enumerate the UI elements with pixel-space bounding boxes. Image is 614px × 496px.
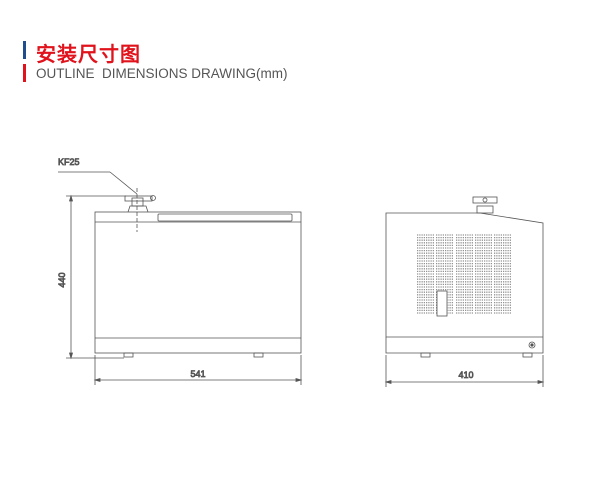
- front-view: KF25 440 541: [57, 157, 303, 385]
- header-accent-blue: [23, 41, 26, 59]
- depth-dimension-label: 410: [458, 370, 473, 380]
- page-subtitle: OUTLINE DIMENSIONS DRAWING(mm): [36, 66, 288, 81]
- foot: [522, 352, 533, 358]
- page-title: 安装尺寸图: [36, 44, 141, 66]
- knob: [528, 341, 536, 349]
- side-fitting: [472, 196, 498, 214]
- kf25-fitting: [124, 188, 156, 232]
- height-dimension-label: 440: [57, 272, 67, 287]
- foot: [420, 352, 431, 358]
- foot: [253, 352, 264, 358]
- side-view: 410: [384, 196, 545, 387]
- width-dimension-label: 541: [190, 369, 205, 379]
- flange-label: KF25: [58, 157, 80, 167]
- foot: [123, 352, 134, 358]
- header-accent-red: [23, 64, 26, 82]
